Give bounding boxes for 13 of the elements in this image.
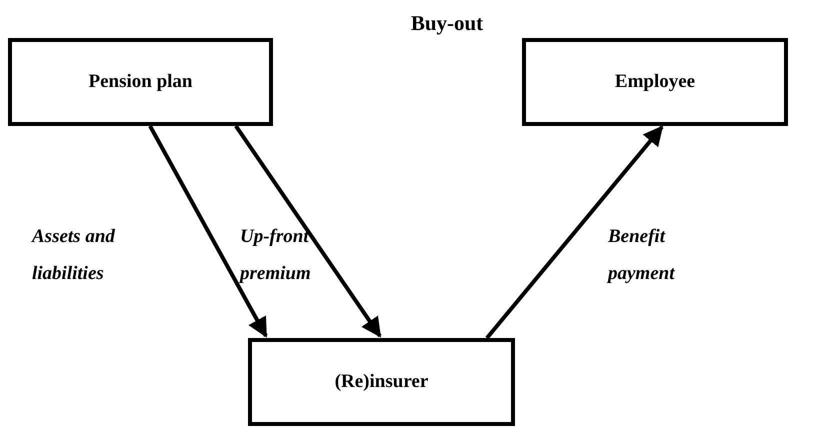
box-label: (Re)insurer xyxy=(334,370,428,394)
diagram-title: Buy-out xyxy=(410,10,484,37)
edge-label: Benefit payment xyxy=(608,225,676,286)
arrow xyxy=(234,124,382,338)
arrow xyxy=(148,125,268,338)
box-label: Pension plan xyxy=(88,70,192,94)
process-box xyxy=(248,338,515,426)
arrow xyxy=(485,125,664,340)
process-box xyxy=(8,38,273,126)
process-box xyxy=(522,38,788,126)
edge-label: Up-front premium xyxy=(240,225,312,286)
box-label: Employee xyxy=(614,70,696,94)
edge-label: Assets and liabilities xyxy=(32,225,116,286)
